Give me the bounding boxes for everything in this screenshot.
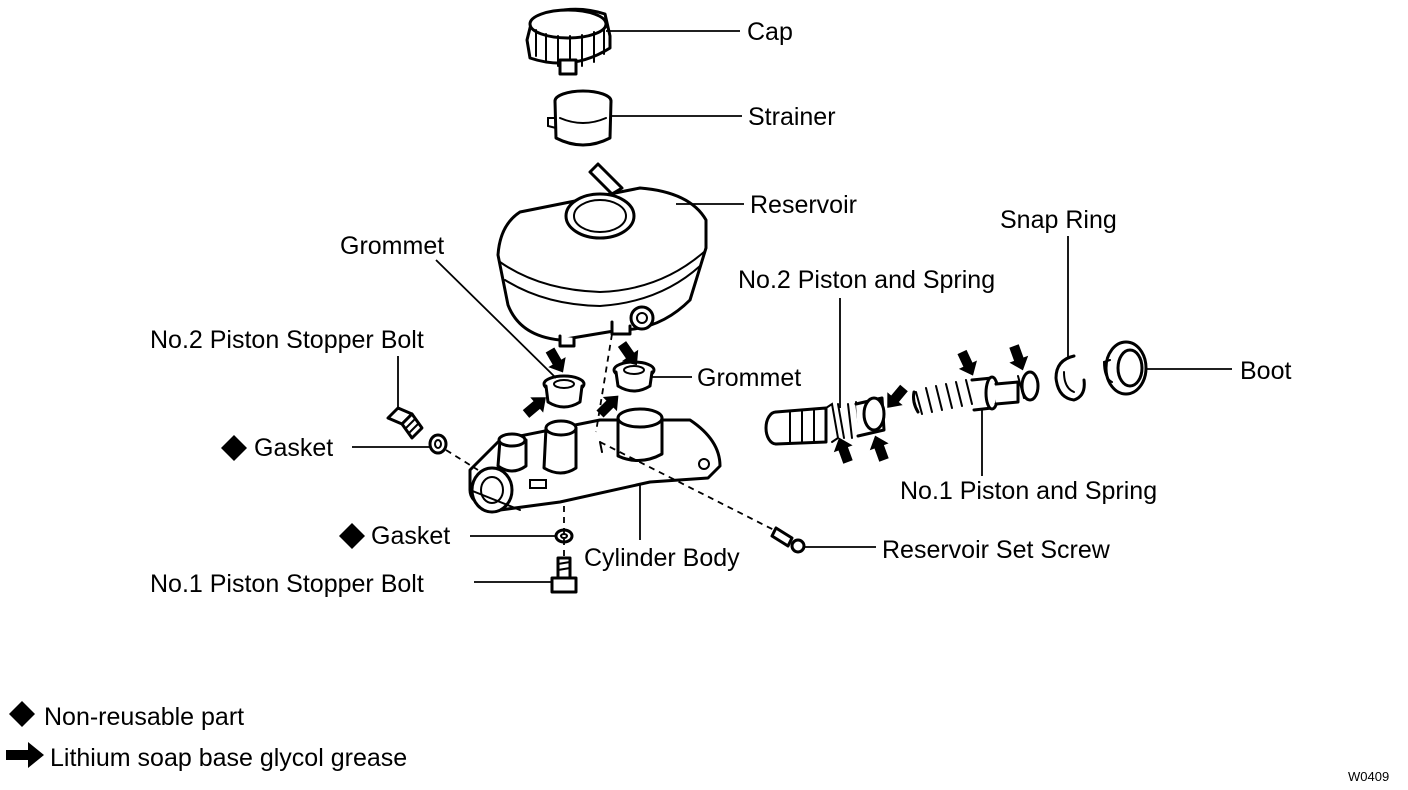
no1-piston-stopper-bolt-part xyxy=(550,556,578,594)
grease-arrow-icon xyxy=(522,397,546,418)
arrow-icon xyxy=(6,741,46,776)
grommet-left-leader-line xyxy=(435,259,557,379)
legend-grease-text: Lithium soap base glycol grease xyxy=(50,744,408,772)
no2-piston-and-spring-label: No.2 Piston and Spring xyxy=(738,266,996,294)
no2-piston-stopper-bolt-part xyxy=(386,406,424,440)
grease-arrow-icon xyxy=(833,437,853,464)
cap-label: Cap xyxy=(747,18,793,46)
legend-grease: Lithium soap base glycol grease xyxy=(6,741,407,776)
grease-arrow-icon xyxy=(869,435,889,462)
no1-piston-and-spring-part xyxy=(912,370,1040,415)
strainer-label: Strainer xyxy=(748,103,836,131)
gasket-upper-label: Gasket xyxy=(254,434,334,462)
snap-ring-label: Snap Ring xyxy=(1000,206,1117,234)
cylinder-body-label: Cylinder Body xyxy=(584,544,740,572)
diamond-icon xyxy=(8,700,36,735)
reservoir-part xyxy=(496,162,708,348)
grease-arrow-icon xyxy=(617,341,639,366)
legend-non-reusable: Non-reusable part xyxy=(8,700,244,735)
grommet-left-label: Grommet xyxy=(340,232,445,260)
no1-piston-stopper-bolt-label: No.1 Piston Stopper Bolt xyxy=(150,570,424,598)
no1-piston-and-spring-label: No.1 Piston and Spring xyxy=(900,477,1158,505)
non-reusable-diamond-icon xyxy=(339,523,365,549)
cylinder-body-part xyxy=(468,407,722,514)
grommet-left-part xyxy=(542,374,586,409)
non-reusable-diamond-icon xyxy=(221,435,247,461)
no2-piston-stopper-bolt-label: No.2 Piston Stopper Bolt xyxy=(150,326,424,354)
grease-arrow-icon xyxy=(545,347,566,373)
strainer-part xyxy=(547,89,613,147)
boot-part xyxy=(1102,340,1148,396)
grease-arrow-icon xyxy=(957,349,977,376)
gasket-lower-label: Gasket xyxy=(371,522,451,550)
no2-piston-and-spring-part xyxy=(764,396,886,446)
reservoir-label: Reservoir xyxy=(750,191,857,219)
snap-ring-part xyxy=(1054,354,1086,402)
grommet-right-part xyxy=(612,360,656,393)
grease-arrow-icon xyxy=(887,384,908,408)
grease-arrow-icon xyxy=(1009,344,1029,371)
figure-id: W0409 xyxy=(1348,769,1390,784)
cap-part xyxy=(525,7,612,76)
grommet-right-label: Grommet xyxy=(697,364,802,392)
grease-arrow-icon xyxy=(596,395,619,418)
assembly-line-reservoir xyxy=(595,333,613,433)
legend-non-reusable-text: Non-reusable part xyxy=(44,703,245,731)
gasket-upper-part xyxy=(428,433,448,455)
reservoir-set-screw-part xyxy=(770,526,806,554)
reservoir-set-screw-label: Reservoir Set Screw xyxy=(882,536,1110,564)
boot-label: Boot xyxy=(1240,357,1292,385)
